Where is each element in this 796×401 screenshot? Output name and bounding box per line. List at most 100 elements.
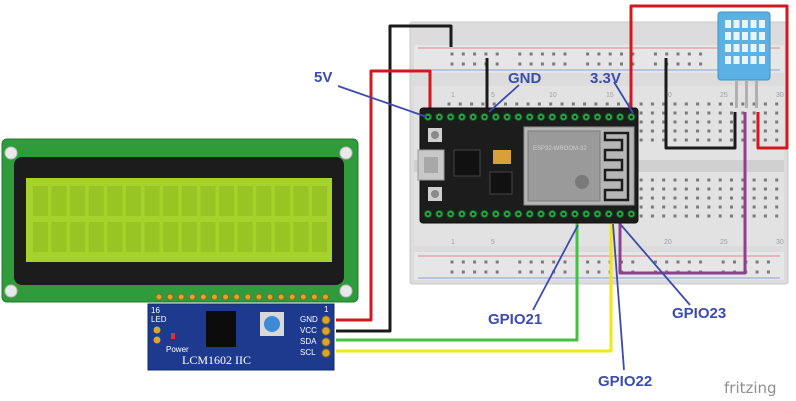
breadboard-hole [763, 214, 767, 218]
breadboard-hole [639, 196, 643, 200]
breadboard-hole [684, 187, 688, 191]
led-jumper-pin [153, 336, 161, 344]
esp32-pin-hole [630, 212, 633, 216]
breadboard-hole [639, 102, 643, 106]
lcd-char-cell [200, 186, 216, 216]
lcd-header-pin [177, 293, 185, 301]
lcd-char-cell [33, 222, 48, 252]
breadboard-hole [741, 120, 745, 124]
rail-hole [529, 270, 533, 274]
breadboard-hole [673, 178, 677, 182]
rail-hole [552, 260, 556, 264]
breadboard-hole [730, 120, 733, 124]
lcd-char-cell [274, 186, 290, 216]
rail-hole [563, 260, 567, 264]
esp32-pin-hole [494, 115, 498, 119]
arrow-gpio21 [532, 224, 579, 311]
esp32-pin-hole [449, 212, 452, 216]
rail-hole [653, 52, 657, 56]
breadboard-hole [718, 205, 722, 209]
lcd-char-cell [51, 186, 67, 216]
header-pin-vcc[interactable] [321, 326, 331, 336]
dht-vent-slot [733, 32, 740, 40]
lcd-char-cell [163, 186, 179, 216]
dht-vent-slot [759, 56, 765, 64]
esp32-pin-hole [618, 115, 622, 119]
data-gpio23-wire [618, 112, 747, 275]
lcd-char-cell [293, 222, 309, 252]
breadboard-hole [775, 178, 779, 182]
breadboard-hole [775, 214, 779, 218]
rail-hole [461, 260, 465, 264]
breadboard-hole [639, 129, 643, 133]
rail-hole [473, 270, 477, 274]
rail-hole [597, 62, 601, 66]
breadboard-hole [763, 196, 767, 200]
reset-button-cap[interactable] [431, 190, 439, 198]
dht-vent-slot [750, 32, 757, 40]
breadboard-hole [639, 205, 643, 209]
lcd-char-cell [181, 186, 197, 216]
breadboard-hole [707, 178, 711, 182]
breadboard-hole [763, 205, 767, 209]
rail-hole [586, 52, 590, 56]
column-number-1-bottom: 1 [451, 239, 455, 246]
breadboard-hole [639, 138, 643, 142]
rail-hole [484, 270, 488, 274]
lcd-char-cell [51, 222, 67, 252]
breadboard-hole [673, 120, 677, 124]
dht-vent-slot [759, 20, 765, 28]
lcd-char-cell [219, 186, 234, 216]
breadboard-hole [730, 138, 733, 142]
breadboard-hole [775, 138, 779, 142]
column-number-25: 25 [720, 92, 728, 99]
esp32-pin-hole [573, 115, 577, 119]
rail-hole [495, 260, 499, 264]
esp32-pin-hole [505, 115, 509, 119]
lcd-char-cell [107, 186, 123, 216]
breadboard-hole [718, 178, 722, 182]
rail-hole [653, 62, 657, 66]
breadboard-hole [763, 111, 767, 115]
rail-hole [552, 62, 556, 66]
rail-hole [461, 52, 465, 56]
esp32-pin-hole [471, 212, 475, 216]
breadboard-hole [718, 214, 722, 218]
breadboard-hole [684, 178, 688, 182]
breadboard-hole [752, 129, 756, 133]
lcd-char-cell [144, 222, 160, 252]
esp32-pin-hole [449, 115, 452, 119]
lcd-char-cell [274, 222, 290, 252]
breadboard-hole [696, 102, 700, 106]
breadboard-hole [696, 178, 700, 182]
boot-button-cap[interactable] [431, 131, 439, 139]
rail-hole [665, 52, 669, 56]
lcd-char-cell [200, 222, 216, 252]
breadboard-hole [752, 120, 756, 124]
breadboard-hole [673, 138, 677, 142]
usb-port-inner [424, 157, 438, 173]
rail-hole [484, 260, 488, 264]
lcd-header-pin [277, 293, 285, 301]
breadboard-hole [617, 102, 620, 106]
lcd-char-cell [144, 186, 160, 216]
esp32-pin-hole [562, 212, 565, 216]
breadboard-hole [639, 120, 643, 124]
header-pin-sda[interactable] [321, 337, 331, 347]
rail-hole [766, 270, 770, 274]
rail-hole [495, 270, 499, 274]
lcd-char-cell [256, 222, 272, 252]
esp32-pin-hole [539, 212, 543, 216]
breadboard-hole [696, 138, 700, 142]
breadboard-hole [470, 102, 474, 106]
breadboard-hole [650, 214, 654, 218]
breadboard-hole [639, 178, 643, 182]
header-pin-scl[interactable] [321, 348, 331, 358]
rail-hole [597, 52, 601, 56]
breadboard-hole [763, 120, 767, 124]
rail-hole [540, 270, 544, 274]
potentiometer-knob[interactable] [264, 316, 280, 332]
header-pin-gnd[interactable] [321, 315, 331, 325]
label-gpio22: GPIO22 [598, 373, 652, 390]
